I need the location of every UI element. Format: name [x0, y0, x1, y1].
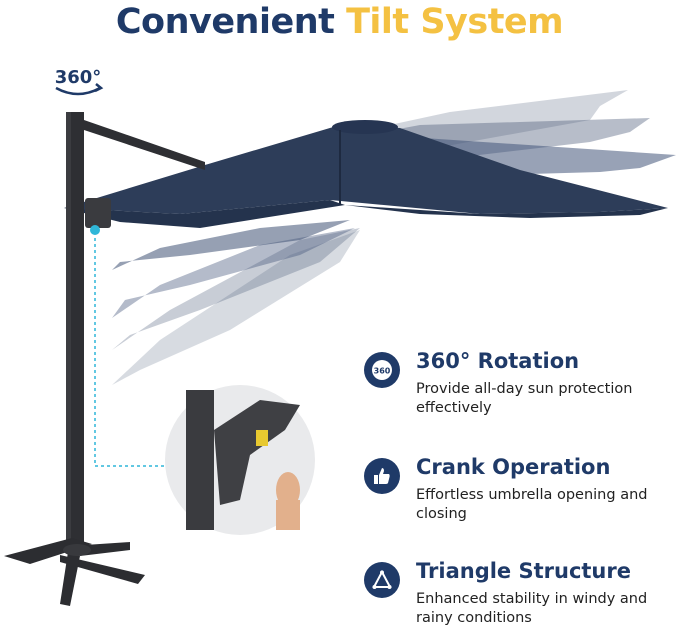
triangle-structure-icon [364, 562, 400, 598]
cross-base [4, 538, 145, 606]
main-canopy [64, 120, 668, 228]
crank-detail-circle [165, 385, 315, 535]
thumbs-up-icon [364, 458, 400, 494]
feature-triangle-description: Enhanced stability in windy and rainy co… [416, 591, 648, 626]
feature-rotation-heading: 360° Rotation [416, 349, 580, 373]
feature-rotation-description: Provide all-day sun protection effective… [416, 381, 633, 416]
title-convenient: Convenient [115, 2, 335, 42]
feature-crank-heading: Crank Operation [416, 455, 611, 479]
rotation-360-icon: 360 [364, 352, 400, 388]
feature-triangle-heading: Triangle Structure [416, 559, 631, 583]
feature-crank-description: Effortless umbrella opening and closing [416, 487, 648, 522]
svg-text:360: 360 [374, 367, 391, 376]
tilt-position-lower-0 [112, 220, 350, 270]
detail-leader-line [94, 238, 168, 467]
tilt-position-lower-2 [112, 228, 360, 350]
title-tilt-system: Tilt System [346, 2, 564, 42]
rotation-badge-text: 360° [54, 67, 102, 88]
page-title: Convenient Tilt System [0, 0, 679, 44]
pole [66, 112, 205, 552]
rotate-arrow-icon [55, 83, 104, 96]
tilt-position-lower-3 [112, 230, 360, 385]
tilt-position-lower-1 [112, 228, 355, 318]
rotation-badge: 360° [52, 66, 104, 100]
